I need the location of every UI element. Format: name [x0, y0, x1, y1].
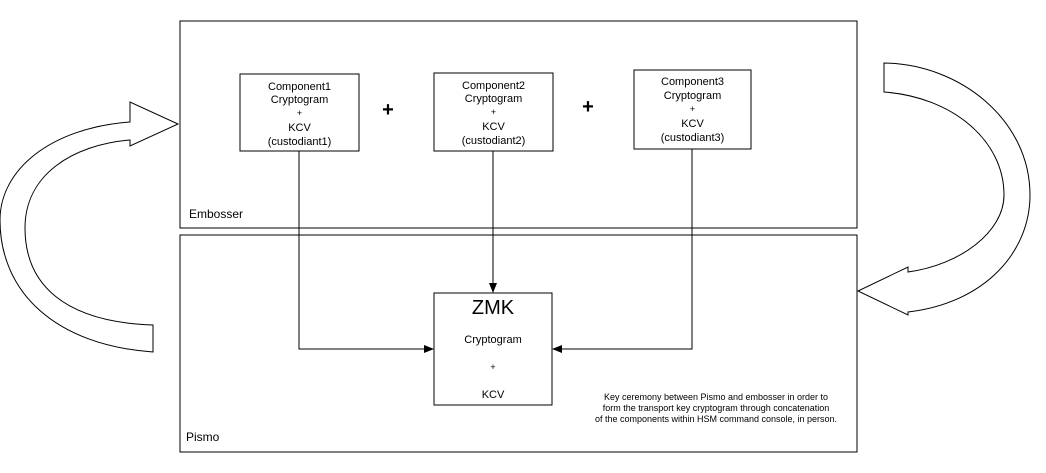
component1-plus: +	[297, 108, 302, 118]
component2-plus: +	[491, 107, 496, 117]
component3-plus: +	[690, 104, 695, 114]
component2-custodian: (custodiant2)	[462, 135, 526, 147]
note-line-2: form the transport key cryptogram throug…	[603, 403, 830, 413]
note-line-1: Key ceremony between Pismo and embosser …	[604, 392, 828, 402]
plus-operator-1: +	[382, 99, 394, 121]
plus-operator-2: +	[582, 96, 594, 118]
zmk-title: ZMK	[472, 297, 515, 319]
zmk-box: ZMK Cryptogram + KCV	[433, 292, 553, 406]
curved-arrow-right	[856, 62, 1031, 316]
component1-kcv: KCV	[288, 122, 311, 134]
zmk-cryptogram: Cryptogram	[464, 334, 521, 346]
connector-component3-to-zmk	[552, 149, 693, 353]
component2-box: Component2 Cryptogram + KCV (custodiant2…	[433, 72, 554, 152]
pismo-label: Pismo	[186, 430, 220, 444]
curved-arrow-left	[0, 101, 180, 353]
component2-kcv: KCV	[482, 121, 505, 133]
component3-box: Component3 Cryptogram + KCV (custodiant3…	[633, 69, 752, 150]
component1-name: Component1	[268, 81, 331, 93]
component3-name: Component3	[661, 76, 724, 88]
component1-custodian: (custodiant1)	[268, 136, 332, 148]
component2-cryptogram: Cryptogram	[465, 93, 522, 105]
component1-box: Component1 Cryptogram + KCV (custodiant1…	[239, 73, 360, 152]
component1-cryptogram: Cryptogram	[271, 94, 328, 106]
note-line-3: of the components within HSM command con…	[595, 414, 837, 424]
ceremony-note: Key ceremony between Pismo and embosser …	[595, 392, 837, 424]
component3-cryptogram: Cryptogram	[664, 90, 721, 102]
embosser-label: Embosser	[189, 207, 243, 221]
connector-component1-to-zmk	[298, 151, 434, 353]
zmk-plus: +	[490, 362, 495, 372]
zmk-kcv: KCV	[482, 389, 505, 401]
component3-custodian: (custodiant3)	[661, 132, 725, 144]
component3-kcv: KCV	[681, 118, 704, 130]
component2-name: Component2	[462, 80, 525, 92]
